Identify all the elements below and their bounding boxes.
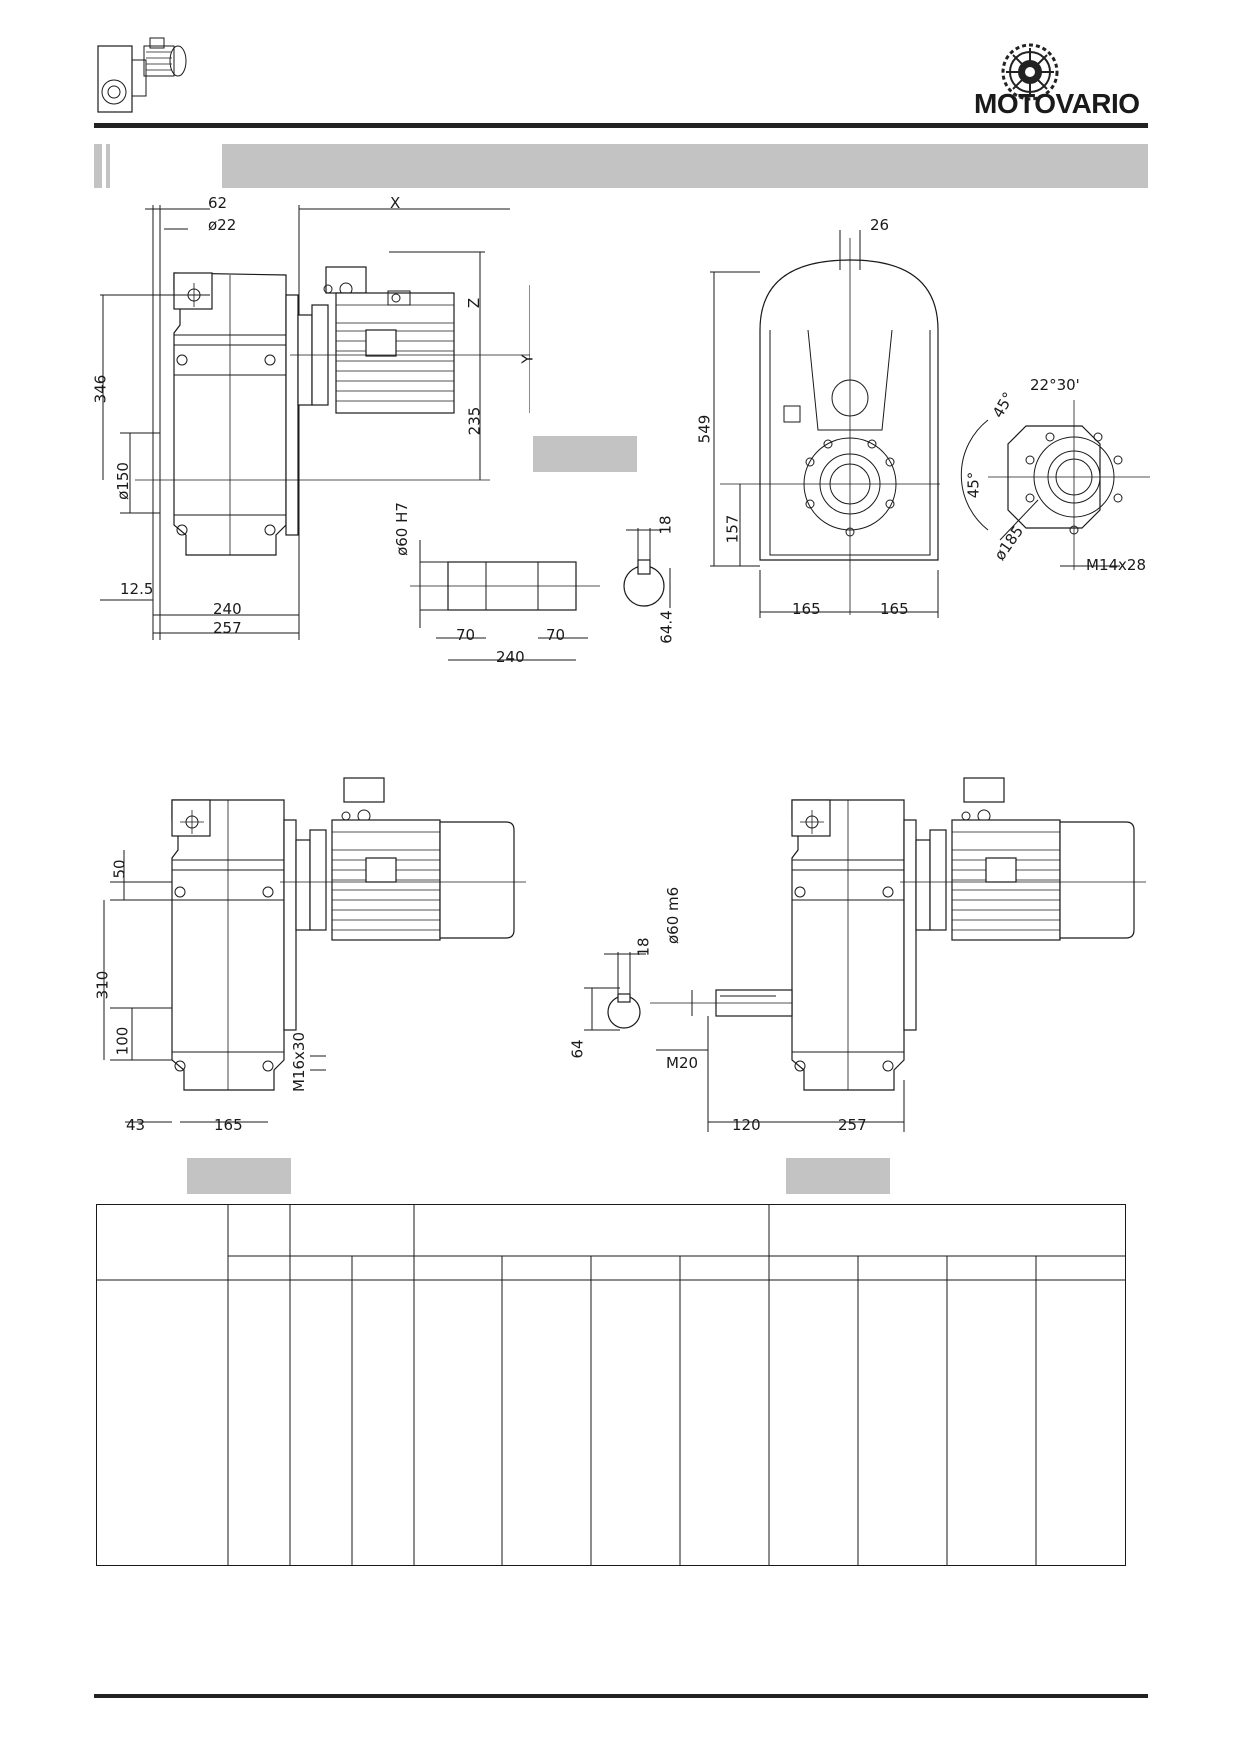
dim-157: 157 <box>723 514 742 544</box>
section-band-left-thin <box>106 144 110 188</box>
dim-165-left: 165 <box>792 600 821 618</box>
drawing-side-view <box>100 205 530 640</box>
dim-240-shaft: 240 <box>496 648 525 666</box>
variant-tag-3 <box>786 1158 890 1194</box>
dim-bore: ø60 H7 <box>392 502 411 556</box>
spec-table <box>96 1204 1126 1566</box>
drawing-foot-mounted-view <box>103 777 526 1123</box>
dim-dia-150: ø150 <box>113 462 132 500</box>
dim-angle-45-left: 45° <box>964 471 983 499</box>
dim-thread-m14x28: M14x28 <box>1086 556 1146 574</box>
dim-12-5: 12.5 <box>120 580 154 598</box>
dim-70-left: 70 <box>456 626 476 644</box>
dim-bolt-dia: ø22 <box>208 216 237 234</box>
dim-key-18-solid: 18 <box>634 937 653 957</box>
dim-thread-m20: M20 <box>666 1054 699 1072</box>
dim-257: 257 <box>213 619 242 637</box>
drawing-solid-shaft-view <box>584 777 1146 1132</box>
dim-100: 100 <box>113 1026 132 1056</box>
dim-70-right: 70 <box>546 626 566 644</box>
product-thumbnail-icon <box>97 37 187 113</box>
dim-64: 64 <box>568 1039 587 1059</box>
dim-120: 120 <box>732 1116 761 1134</box>
drawing-hollow-shaft <box>410 528 671 661</box>
drawing-flange-view <box>960 400 1150 570</box>
drawing-front-view <box>710 230 940 618</box>
variant-tag-2 <box>187 1158 291 1194</box>
section-title-band <box>222 144 1148 188</box>
dim-165-right: 165 <box>880 600 909 618</box>
dim-m16x30: M16x30 <box>290 1032 308 1092</box>
header-rule <box>94 123 1148 128</box>
dim-64-4: 64.4 <box>657 610 676 644</box>
dim-235: 235 <box>465 406 484 436</box>
dim-257-solid: 257 <box>838 1116 867 1134</box>
dim-y: Y <box>518 354 537 364</box>
dim-240: 240 <box>213 600 242 618</box>
dim-50: 50 <box>110 859 129 879</box>
dim-62: 62 <box>208 194 228 212</box>
dim-angle-22-30: 22°30' <box>1030 376 1080 394</box>
dim-x: X <box>390 194 401 212</box>
motovario-emblem-icon <box>1001 43 1059 101</box>
dim-549: 549 <box>695 414 714 444</box>
variant-tag-1 <box>533 436 637 472</box>
dim-key-18: 18 <box>656 515 675 535</box>
dim-26: 26 <box>870 216 890 234</box>
footer-rule <box>94 1694 1148 1698</box>
dim-z: Z <box>465 297 484 309</box>
dim-310: 310 <box>93 970 112 1000</box>
dim-43: 43 <box>126 1116 146 1134</box>
section-band-left <box>94 144 102 188</box>
dim-165-foot: 165 <box>214 1116 243 1134</box>
brand-name: MOTOVARIO <box>974 88 1140 119</box>
dim-346: 346 <box>91 374 110 404</box>
dim-shaft-dia: ø60 m6 <box>664 886 682 944</box>
